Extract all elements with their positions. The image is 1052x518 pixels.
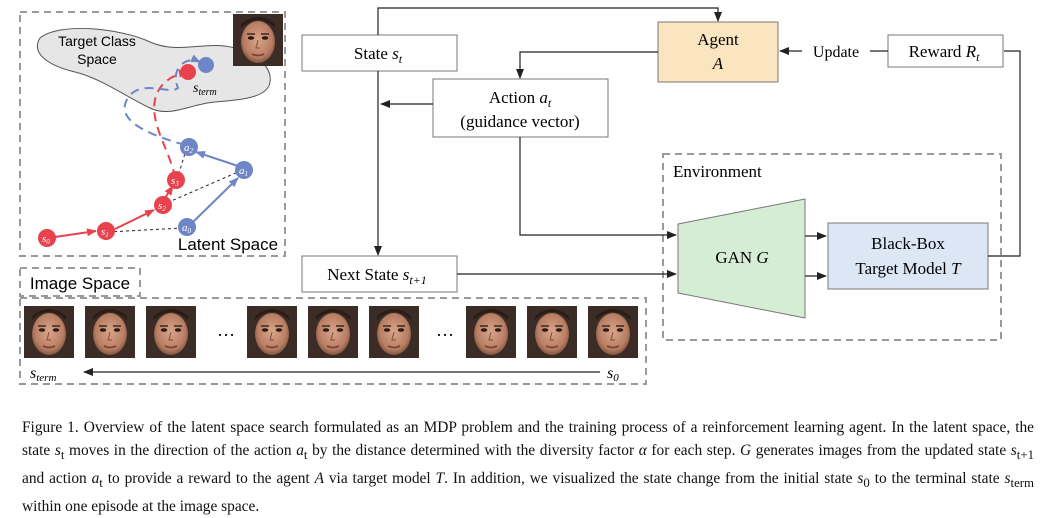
svg-text:a0: a0 bbox=[182, 222, 192, 235]
target-class-space-label-2: Space bbox=[77, 51, 117, 67]
svg-text:s0: s0 bbox=[42, 233, 50, 246]
node-s2: s2 bbox=[154, 196, 172, 214]
node-a0: a0 bbox=[178, 218, 196, 236]
node-a1: a1 bbox=[235, 161, 253, 179]
target-face-photo bbox=[232, 13, 284, 67]
arrow-state-to-agent bbox=[377, 7, 722, 35]
blackbox-label-2: Target Model T bbox=[855, 259, 962, 278]
action-label: Action at bbox=[489, 88, 552, 110]
gan-block bbox=[677, 198, 806, 319]
image-space-panel bbox=[19, 297, 647, 385]
target-class-space-label: Target Class bbox=[58, 33, 136, 49]
arrow-blackbox-to-reward bbox=[988, 50, 1021, 257]
environment-label: Environment bbox=[673, 162, 762, 181]
latent-space-panel bbox=[19, 11, 286, 257]
latent-space-label: Latent Space bbox=[178, 235, 278, 254]
image-space-tab bbox=[19, 267, 141, 297]
strip-left-label: sterm bbox=[30, 365, 56, 384]
node-s1: s1 bbox=[97, 222, 115, 240]
figure-caption: Figure 1. Overview of the latent space s… bbox=[22, 419, 1035, 516]
environment-panel bbox=[662, 153, 1002, 341]
blue-dashed-path bbox=[123, 54, 201, 146]
arrow-agent-to-action bbox=[516, 51, 658, 79]
svg-text:s1: s1 bbox=[101, 226, 109, 239]
arrow-action-to-gan bbox=[519, 137, 677, 239]
state-box bbox=[301, 34, 458, 72]
s-term-label: sterm bbox=[193, 81, 217, 98]
svg-text:a1: a1 bbox=[239, 165, 248, 178]
svg-text:…: … bbox=[436, 320, 454, 340]
reward-box bbox=[887, 34, 1004, 68]
gan-label: GAN G bbox=[715, 248, 768, 267]
blackbox-box bbox=[827, 222, 989, 290]
action-box bbox=[432, 78, 609, 138]
svg-text:s3: s3 bbox=[171, 175, 179, 188]
node-s3: s3 bbox=[167, 171, 185, 189]
next-state-box bbox=[301, 255, 458, 293]
strip-right-label: s0 bbox=[607, 365, 619, 384]
image-space-label: Image Space bbox=[30, 274, 130, 293]
agent-var: A bbox=[712, 54, 724, 73]
state-label: State st bbox=[354, 44, 403, 66]
node-a2: a2 bbox=[180, 138, 198, 156]
figure-diagram: Target Class Space sterm s0 s1 s2 s3 a0 bbox=[19, 7, 1021, 385]
agent-box bbox=[657, 21, 779, 83]
agent-label: Agent bbox=[697, 30, 739, 49]
action-sub-label: (guidance vector) bbox=[460, 112, 579, 131]
face-strip: … … bbox=[23, 305, 639, 359]
s-term-blue-node bbox=[198, 57, 214, 73]
update-label: Update bbox=[813, 44, 859, 61]
next-state-label: Next State st+1 bbox=[327, 265, 427, 287]
svg-text:…: … bbox=[217, 320, 235, 340]
target-class-space bbox=[37, 28, 271, 113]
red-dashed-path bbox=[153, 69, 189, 179]
reward-label: Reward Rt bbox=[909, 42, 981, 64]
svg-text:s2: s2 bbox=[158, 200, 166, 213]
blackbox-label-1: Black-Box bbox=[871, 234, 945, 253]
svg-text:a2: a2 bbox=[184, 142, 194, 155]
node-s0: s0 bbox=[38, 229, 56, 247]
s-term-red-node bbox=[180, 64, 196, 80]
